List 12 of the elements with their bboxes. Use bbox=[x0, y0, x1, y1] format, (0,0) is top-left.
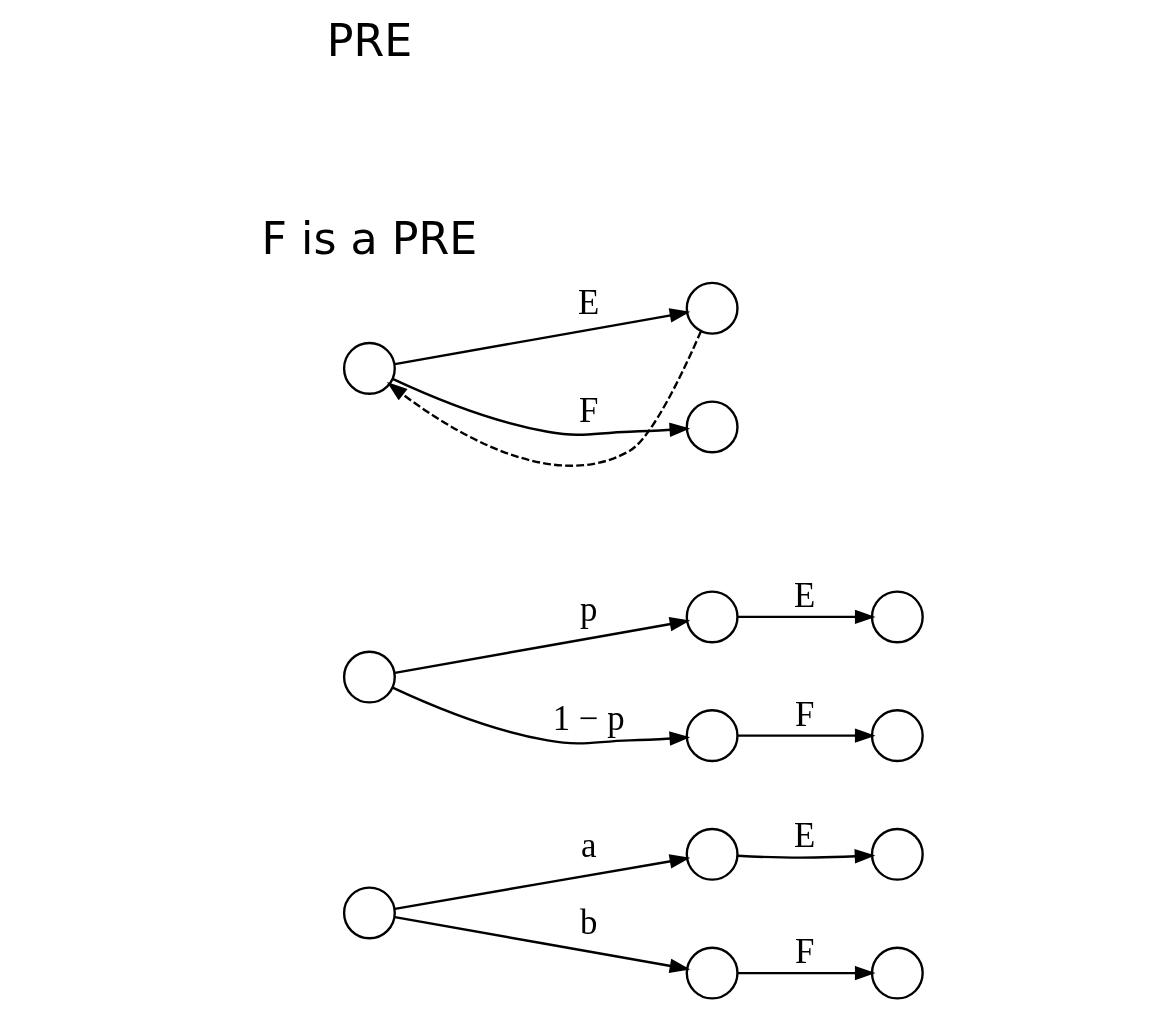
edge-label: E bbox=[794, 816, 816, 856]
edge-label: F bbox=[795, 694, 815, 734]
edge-label: F bbox=[795, 931, 815, 971]
label: F is a PRE bbox=[261, 213, 478, 265]
edge-label: E bbox=[794, 575, 816, 615]
edge-label: b bbox=[579, 903, 598, 943]
edge-label: F bbox=[578, 390, 599, 430]
edge-label: E bbox=[578, 282, 600, 322]
edge-label: p bbox=[579, 590, 598, 630]
edge-label: a bbox=[580, 825, 597, 865]
label: PRE bbox=[326, 15, 413, 67]
edge-label: 1 − p bbox=[552, 699, 625, 739]
